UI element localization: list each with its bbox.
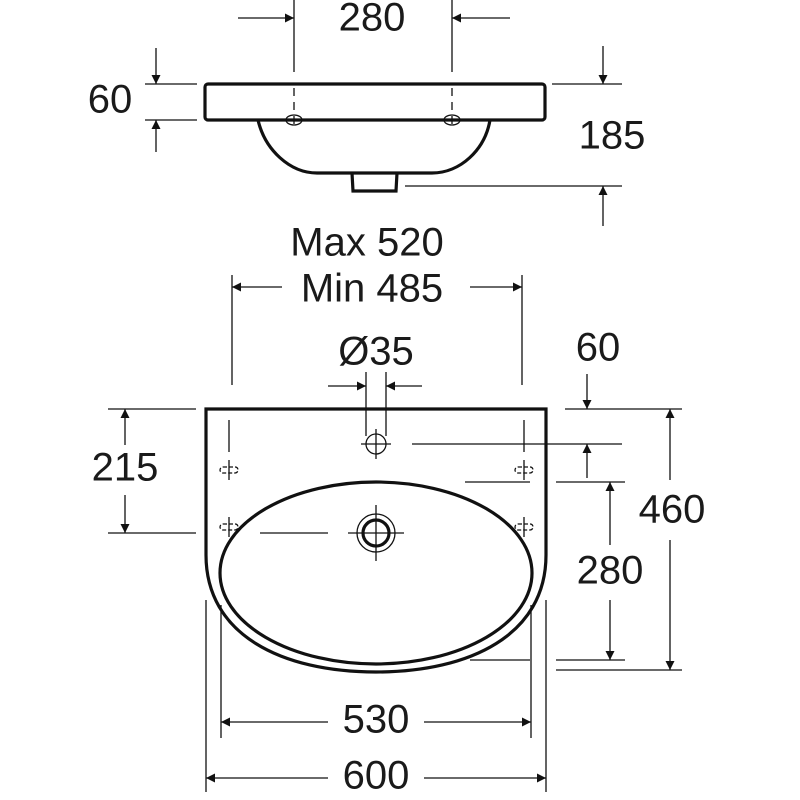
dim-depth-to-drain: 280 bbox=[577, 549, 644, 593]
dim-hole-spacing: 280 bbox=[339, 0, 406, 40]
mounting-hole-left bbox=[285, 114, 303, 126]
side-view: 280 60 185 bbox=[88, 0, 646, 226]
dim-rim-height: 60 bbox=[88, 78, 133, 122]
plan-view: Max 520 Min 485 Ø35 60 215 280 bbox=[92, 221, 706, 798]
dim-total-height: 185 bbox=[579, 114, 646, 158]
dim-depth: 460 bbox=[639, 488, 706, 532]
drain-outlet bbox=[350, 172, 399, 193]
dim-tap-hole-offset: 60 bbox=[576, 326, 621, 370]
dim-bracket-max: Max 520 bbox=[290, 221, 443, 265]
dim-bracket-min: Min 485 bbox=[301, 267, 443, 311]
mounting-hole-right bbox=[443, 114, 461, 126]
dim-tap-hole-diameter: Ø35 bbox=[338, 330, 414, 374]
dim-width: 600 bbox=[343, 754, 410, 798]
basin-bowl bbox=[256, 119, 492, 175]
basin-rim bbox=[203, 82, 547, 122]
bracket-markers bbox=[219, 420, 534, 537]
dim-bracket-height: 215 bbox=[92, 446, 159, 490]
dim-inner-width: 530 bbox=[343, 698, 410, 742]
basin-bowl bbox=[218, 480, 534, 666]
basin-outline bbox=[204, 407, 548, 674]
